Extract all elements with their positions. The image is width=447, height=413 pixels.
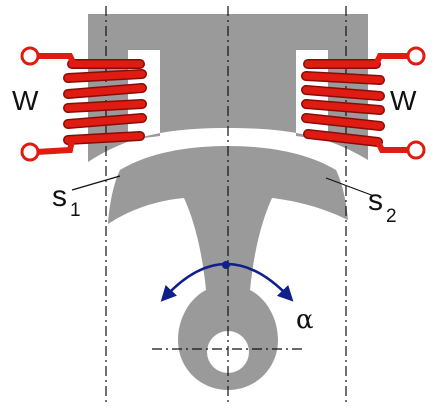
terminal-left-bottom — [20, 142, 40, 162]
gap-left-subscript: 1 — [70, 200, 81, 221]
terminal-right-top — [406, 46, 426, 66]
angle-label: α — [296, 305, 314, 335]
coil-left-label: W — [12, 85, 39, 116]
gap-left-leader — [71, 175, 121, 191]
coil-left — [20, 46, 147, 162]
gap-right-label: s — [368, 184, 383, 217]
coil-right — [301, 46, 426, 160]
terminal-left-top — [20, 46, 40, 66]
rotation-center-dot — [222, 261, 230, 269]
terminal-right-bottom — [406, 140, 426, 160]
coil-right-label: W — [390, 85, 417, 116]
gap-right-leader — [325, 177, 375, 197]
gap-right-subscript: 2 — [386, 206, 397, 227]
gap-left-label: s — [52, 180, 67, 213]
